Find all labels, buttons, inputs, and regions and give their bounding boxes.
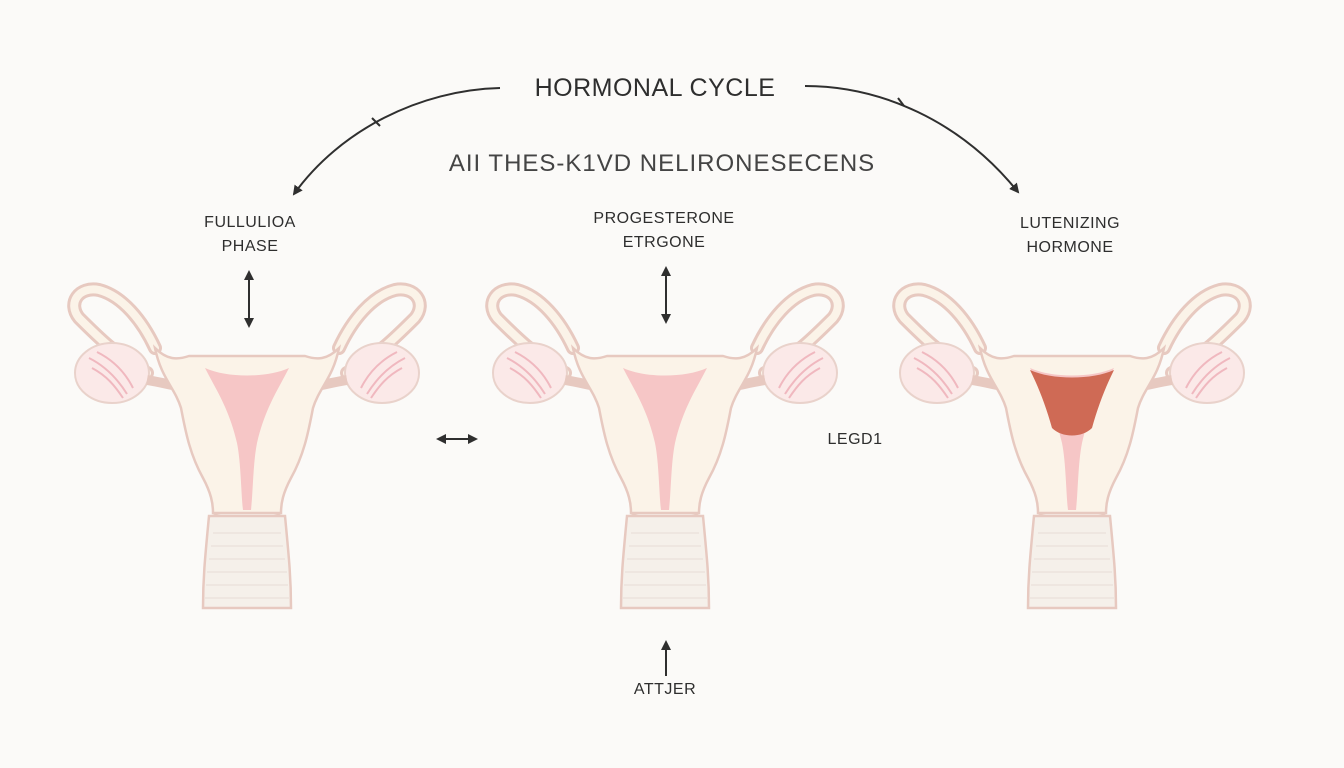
phase-label-1-line1: FULLULIOA (204, 214, 296, 231)
legend-label: LEGD1 (827, 431, 883, 448)
diagram-subtitle: AII THES-K1VD NELIRONESECENS (448, 150, 876, 177)
phase-label-2-line2: ETRGONE (622, 234, 706, 251)
cycle-arrow-right (804, 85, 1020, 194)
phase-label-2-line1: PROGESTERONE (593, 210, 735, 227)
phase-label-3-line1: LUTENIZING (1019, 215, 1121, 232)
phase-label-1: FULLULIOA PHASE (150, 211, 350, 259)
phase-label-3-line2: HORMONE (1026, 239, 1114, 256)
diagram-title: HORMONAL CYCLE (534, 74, 776, 102)
phase-label-3: LUTENIZING HORMONE (970, 212, 1170, 260)
uterus-illustration-1 (74, 289, 420, 608)
phase-label-2: PROGESTERONE ETRGONE (564, 207, 764, 255)
uterus-illustration-2 (492, 289, 838, 608)
bottom-label: ATTJER (633, 681, 697, 698)
uterus-illustration-3 (899, 289, 1245, 608)
phase-label-1-line2: PHASE (221, 238, 279, 255)
cycle-arrow-left (292, 87, 501, 196)
